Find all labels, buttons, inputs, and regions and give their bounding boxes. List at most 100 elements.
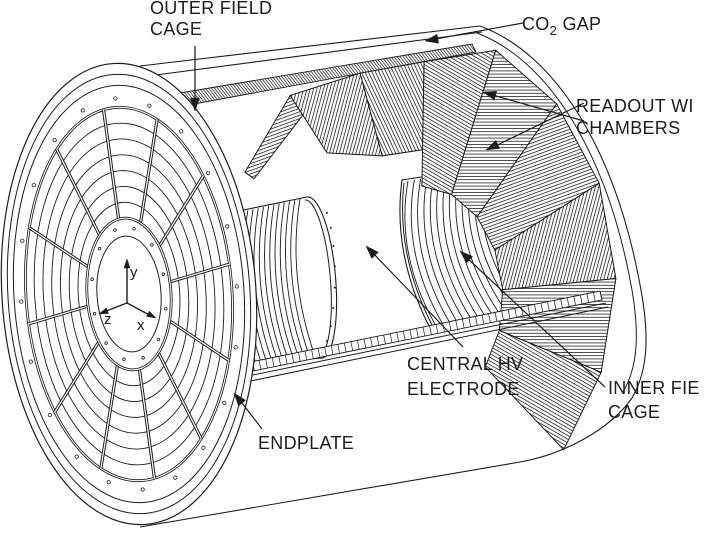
- hub-bolt-hole: [156, 337, 161, 342]
- hub-bolt-hole: [92, 312, 97, 316]
- ladder-tick: [455, 320, 458, 330]
- hub-bolt-hole: [164, 307, 168, 311]
- sector-spoke-core: [54, 341, 100, 413]
- field-ring-stripe: [274, 203, 295, 361]
- cap-rim-tick: [329, 325, 332, 328]
- hub-bolt-hole: [150, 243, 154, 247]
- readout-chambers-lower-arrowhead: [485, 139, 501, 151]
- support-rail-2: [240, 306, 609, 384]
- sector-spoke-core: [169, 263, 230, 283]
- ladder-tick: [475, 316, 478, 326]
- ladder-tick: [547, 301, 550, 311]
- readout-chamber-sector: [484, 329, 602, 451]
- rim-bolt-hole: [31, 183, 36, 188]
- ladder-tick: [311, 349, 314, 359]
- sector-spoke-core: [56, 149, 101, 236]
- rim-bolt-hole: [28, 359, 33, 364]
- ladder-tick: [540, 302, 544, 313]
- pad-row-arc: [33, 122, 225, 466]
- coordinate-axes: [98, 258, 157, 319]
- ladder-tick: [337, 344, 340, 354]
- cap-rim-tick: [326, 340, 328, 343]
- readout-chamber-fan: [244, 49, 617, 451]
- rim-bolt-hole: [106, 480, 111, 485]
- label-leader-lines: [190, 22, 606, 430]
- top-shell-line: [139, 25, 481, 67]
- sector-spoke-core: [28, 227, 89, 268]
- label-co2-gap: CO2 GAP: [522, 14, 601, 38]
- field-ring-stripe: [429, 176, 465, 321]
- hub-bolt-hole: [122, 357, 126, 361]
- pad-row-arc: [68, 186, 190, 402]
- ladder-tick: [383, 334, 386, 345]
- ladder-tick: [422, 326, 426, 337]
- front-endplate: [0, 62, 258, 526]
- ladder-tick: [553, 300, 557, 310]
- label-central-hv-line2: ELECTRODE: [407, 379, 520, 399]
- cap-rim-tick: [333, 286, 336, 289]
- ladder-tick: [507, 309, 511, 319]
- rim-bolt-hole: [179, 129, 184, 134]
- back-rim-outer: [479, 25, 647, 399]
- hub-bolt-hole: [132, 227, 136, 231]
- sector-spoke-core: [102, 109, 120, 220]
- readout-chambers-lower-leader: [490, 102, 585, 149]
- bottom-silhouette: [139, 397, 633, 528]
- field-ring-stripe: [279, 202, 300, 361]
- ladder-tick: [481, 314, 485, 325]
- label-readout-chambers-line2: CHAMBERS: [576, 118, 680, 138]
- endplate-arrowhead: [233, 392, 247, 407]
- ladder-tick: [357, 340, 360, 350]
- ladder-tick: [324, 346, 327, 357]
- field-ring-stripe: [410, 179, 444, 325]
- ladder-tick: [265, 358, 268, 369]
- ladder-tick: [514, 308, 517, 318]
- rim-bolt-hole: [233, 345, 238, 350]
- pad-row-arc: [42, 138, 216, 450]
- label-co2-sub: 2: [550, 23, 558, 38]
- label-co2-post: GAP: [557, 14, 601, 34]
- central-hv-electrode-arrowhead: [365, 245, 379, 259]
- field-ring-stripe: [417, 178, 451, 324]
- field-ring-stripe: [295, 198, 317, 360]
- hub-bolt-hole: [97, 246, 102, 251]
- ladder-tick: [298, 352, 301, 362]
- field-ring-stripe: [436, 175, 472, 319]
- label-co2-pre: CO: [522, 14, 550, 34]
- co2-gap-arrowhead: [424, 33, 439, 44]
- rim-bolt-hole: [234, 284, 239, 289]
- ladder-tick: [586, 293, 590, 303]
- rim-bolt-hole: [222, 400, 227, 405]
- cap-rim-tick: [333, 265, 336, 268]
- axis-label-x: x: [137, 317, 145, 334]
- ladder-tick: [494, 312, 498, 322]
- label-inner-field-cage-line2: CAGE: [608, 402, 660, 422]
- readout-chambers-upper-leader: [488, 93, 585, 122]
- inner-field-cage-arrowhead: [459, 250, 474, 264]
- ladder-tick: [376, 336, 380, 346]
- left-cap-inner-edge: [304, 199, 332, 356]
- label-outer-field-cage-line1: OUTER FIELD: [150, 0, 272, 18]
- hub-bolt-hole: [90, 277, 94, 281]
- ladder-tick: [461, 318, 465, 329]
- cap-rim-tick: [332, 245, 335, 247]
- rim-bolt-hole: [206, 170, 211, 176]
- rim-bolt-hole: [19, 299, 24, 304]
- label-readout-chambers-line1: READOUT WI: [576, 96, 694, 116]
- rim-bolt-hole: [225, 224, 230, 229]
- y-axis-arrowhead: [123, 258, 131, 269]
- rim-bolt-hole: [201, 445, 206, 450]
- cap-rim-tick: [329, 226, 332, 229]
- endplate-leader: [238, 398, 263, 430]
- rim-bolt-hole: [52, 138, 57, 143]
- pad-row-arc: [77, 201, 181, 387]
- axis-label-y: y: [130, 264, 138, 281]
- hub-bolt-hole: [104, 341, 108, 345]
- right-cap-inner-edge: [402, 182, 433, 326]
- sector-spoke-core: [138, 368, 156, 479]
- ladder-tick: [330, 345, 334, 355]
- ladder-tick: [435, 324, 439, 334]
- cap-rim-tick: [332, 307, 335, 309]
- readout-chambers-upper-arrowhead: [482, 91, 498, 101]
